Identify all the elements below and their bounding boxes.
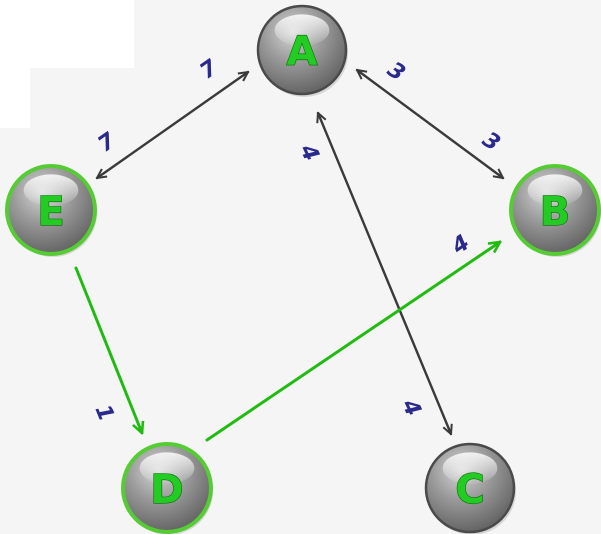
left-blank-strip bbox=[0, 68, 30, 128]
edge-weight-e-d-d: 1 bbox=[90, 401, 119, 425]
node-label-e: E bbox=[37, 189, 64, 235]
top-left-blank-area bbox=[0, 0, 134, 68]
node-highlight-gloss bbox=[442, 452, 498, 485]
node-highlight-gloss bbox=[527, 174, 583, 207]
edge-weight-a-c-a: 4 bbox=[294, 140, 324, 165]
node-b[interactable]: B bbox=[509, 164, 601, 257]
edge-e-d bbox=[74, 266, 142, 433]
node-highlight-gloss bbox=[274, 14, 330, 47]
node-highlight-gloss bbox=[23, 174, 79, 207]
node-label-a: A bbox=[287, 29, 318, 75]
node-label-b: B bbox=[540, 189, 571, 235]
node-label-c: C bbox=[455, 467, 484, 513]
nodes-layer: A B C D E bbox=[5, 4, 601, 534]
edge-d-b bbox=[205, 242, 500, 442]
edges-layer bbox=[74, 70, 503, 442]
edge-a-c bbox=[318, 113, 451, 434]
edge-weight-a-c-c: 4 bbox=[396, 395, 426, 420]
node-label-d: D bbox=[150, 467, 183, 513]
node-a[interactable]: A bbox=[256, 4, 348, 97]
edge-weight-a-e-e: 7 bbox=[94, 128, 121, 158]
edge-weight-d-b-b: 4 bbox=[447, 230, 475, 260]
node-c[interactable]: C bbox=[424, 442, 516, 534]
edge-a-e bbox=[97, 72, 248, 178]
edge-weight-a-b-a: 3 bbox=[383, 57, 410, 86]
node-highlight-gloss bbox=[139, 452, 195, 485]
edge-weight-a-e-a: 7 bbox=[196, 55, 223, 85]
edge-weight-a-b-b: 3 bbox=[478, 127, 505, 156]
node-d[interactable]: D bbox=[121, 442, 213, 534]
edge-a-b bbox=[357, 70, 503, 178]
edge-weights-layer: 7 7 3 3 4 4 1 4 bbox=[90, 55, 505, 425]
node-e[interactable]: E bbox=[5, 164, 97, 257]
